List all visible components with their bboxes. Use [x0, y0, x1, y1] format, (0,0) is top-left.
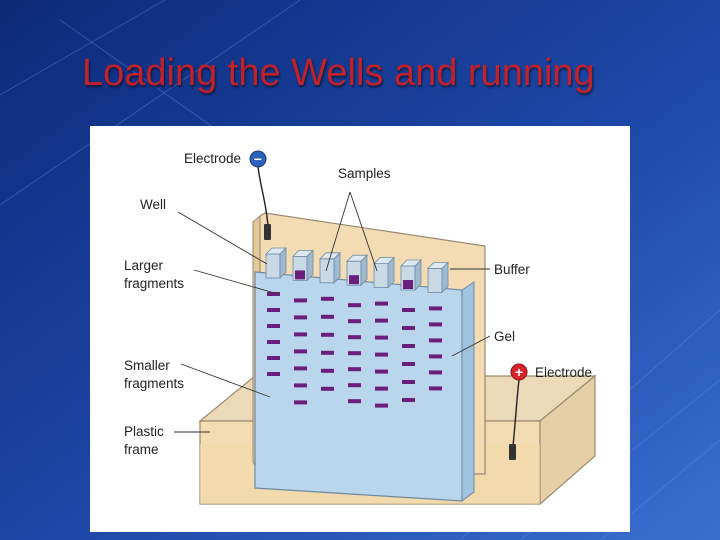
- dna-band: [429, 370, 442, 375]
- dna-band: [321, 332, 334, 337]
- dna-band: [429, 354, 442, 359]
- dna-band: [375, 386, 388, 391]
- sample-in-well: [295, 270, 305, 280]
- well: [346, 254, 368, 287]
- dna-band: [402, 344, 415, 348]
- label-smaller-fragments-line1: Smaller: [124, 358, 170, 373]
- dna-band: [321, 386, 334, 391]
- label-well: Well: [140, 197, 166, 212]
- dna-band: [267, 292, 280, 296]
- sample-in-well: [403, 280, 413, 289]
- positive-electrode: [509, 379, 520, 460]
- well: [265, 247, 287, 279]
- dna-band: [402, 380, 415, 384]
- well: [292, 249, 314, 282]
- dna-band: [321, 314, 334, 319]
- dna-band: [429, 386, 442, 391]
- dna-band: [375, 403, 388, 408]
- dna-band: [348, 383, 361, 388]
- label-samples: Samples: [338, 166, 391, 181]
- dna-band: [402, 362, 415, 366]
- well: [319, 251, 341, 284]
- dna-band: [267, 324, 280, 328]
- label-electrode-negative: Electrode: [184, 151, 241, 166]
- dna-band: [375, 318, 388, 323]
- dna-band: [294, 400, 307, 405]
- dna-band: [321, 368, 334, 373]
- well: [400, 259, 422, 291]
- dna-band: [429, 306, 442, 311]
- diagram-svg: − + Electrode Samples Well Larger fragme…: [124, 150, 597, 506]
- negative-symbol: −: [254, 151, 262, 167]
- dna-band: [294, 349, 307, 354]
- wells: [265, 247, 449, 294]
- dna-band: [294, 315, 307, 320]
- well: [427, 261, 449, 294]
- label-electrode-positive: Electrode: [535, 365, 592, 380]
- label-smaller-fragments-line2: fragments: [124, 376, 184, 391]
- dna-band: [294, 298, 307, 303]
- negative-electrode-icon: [249, 150, 267, 168]
- dna-band: [321, 350, 334, 355]
- dna-band: [294, 383, 307, 388]
- label-larger-fragments-line2: fragments: [124, 276, 184, 291]
- dna-band: [375, 352, 388, 357]
- label-larger-fragments-line1: Larger: [124, 258, 164, 273]
- dna-band: [402, 326, 415, 330]
- dna-band: [267, 340, 280, 344]
- sample-in-well: [349, 275, 359, 285]
- dna-band: [294, 332, 307, 337]
- dna-band: [267, 308, 280, 312]
- dna-bands: [267, 292, 442, 408]
- dna-band: [321, 296, 334, 301]
- dna-band: [429, 338, 442, 343]
- label-gel: Gel: [494, 329, 515, 344]
- dna-band: [348, 351, 361, 356]
- dna-band: [267, 372, 280, 376]
- negative-electrode: [257, 165, 271, 240]
- dna-band: [402, 398, 415, 402]
- well: [373, 256, 395, 289]
- dna-band: [348, 319, 361, 324]
- positive-symbol: +: [515, 364, 523, 380]
- label-plastic-frame-line1: Plastic: [124, 424, 164, 439]
- dna-band: [348, 399, 361, 404]
- dna-band: [429, 322, 442, 327]
- dna-band: [375, 335, 388, 340]
- dna-band: [402, 308, 415, 312]
- dna-band: [294, 366, 307, 371]
- dna-band: [267, 356, 280, 360]
- dna-band: [375, 301, 388, 306]
- slide-title: Loading the Wells and running: [82, 52, 595, 94]
- dna-band: [348, 367, 361, 372]
- positive-electrode-icon: [510, 363, 528, 381]
- label-plastic-frame-line2: frame: [124, 442, 159, 457]
- gel-electrophoresis-diagram: − + Electrode Samples Well Larger fragme…: [90, 126, 630, 532]
- dna-band: [375, 369, 388, 374]
- dna-band: [348, 303, 361, 308]
- label-buffer: Buffer: [494, 262, 530, 277]
- dna-band: [348, 335, 361, 340]
- leader-lines: [174, 191, 491, 433]
